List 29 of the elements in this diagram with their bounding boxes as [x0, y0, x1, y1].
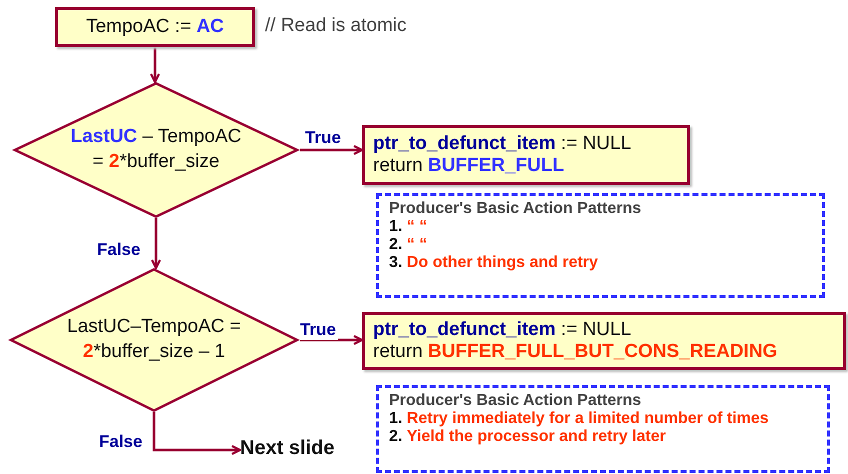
list-item: 2. “ “ [389, 236, 428, 254]
arrow [150, 47, 160, 84]
process-box [55, 7, 255, 47]
condition-text: LastUC – TempoAC = 2*buffer_size [70, 125, 242, 174]
code-line: return BUFFER_FULL_BUT_CONS_READING [373, 341, 778, 363]
process-box [362, 312, 846, 370]
list-item: 3. Do other things and retry [389, 254, 599, 272]
code-line: return BUFFER_FULL [373, 155, 566, 177]
list-item: 1. Retry immediately for a limited number of times [389, 410, 770, 428]
code-line: ptr_to_defunct_item := NULL [373, 319, 632, 341]
note-box [376, 193, 825, 298]
comment-text: // Read is atomic [265, 15, 406, 37]
edge-label: True [298, 320, 338, 340]
next-slide-text: Next slide [240, 437, 336, 460]
code-line: TempoAC := AC [86, 16, 224, 38]
code-line: ptr_to_defunct_item := NULL [373, 133, 632, 155]
decision-diamond [8, 268, 300, 412]
arrow [300, 144, 364, 156]
note-box [376, 385, 830, 473]
decision-diamond [12, 82, 300, 218]
note-heading: Producer's Basic Action Patterns [389, 392, 642, 410]
process-box [362, 125, 690, 185]
list-item: 1. “ “ [389, 218, 428, 236]
condition-text: LastUC–TempoAC = 2*buffer_size – 1 [66, 315, 242, 364]
note-heading: Producer's Basic Action Patterns [389, 200, 642, 218]
list-item: 2. Yield the processor and retry later [389, 428, 667, 446]
arrow [152, 412, 242, 456]
arrow [150, 218, 162, 270]
arrow [300, 334, 364, 346]
